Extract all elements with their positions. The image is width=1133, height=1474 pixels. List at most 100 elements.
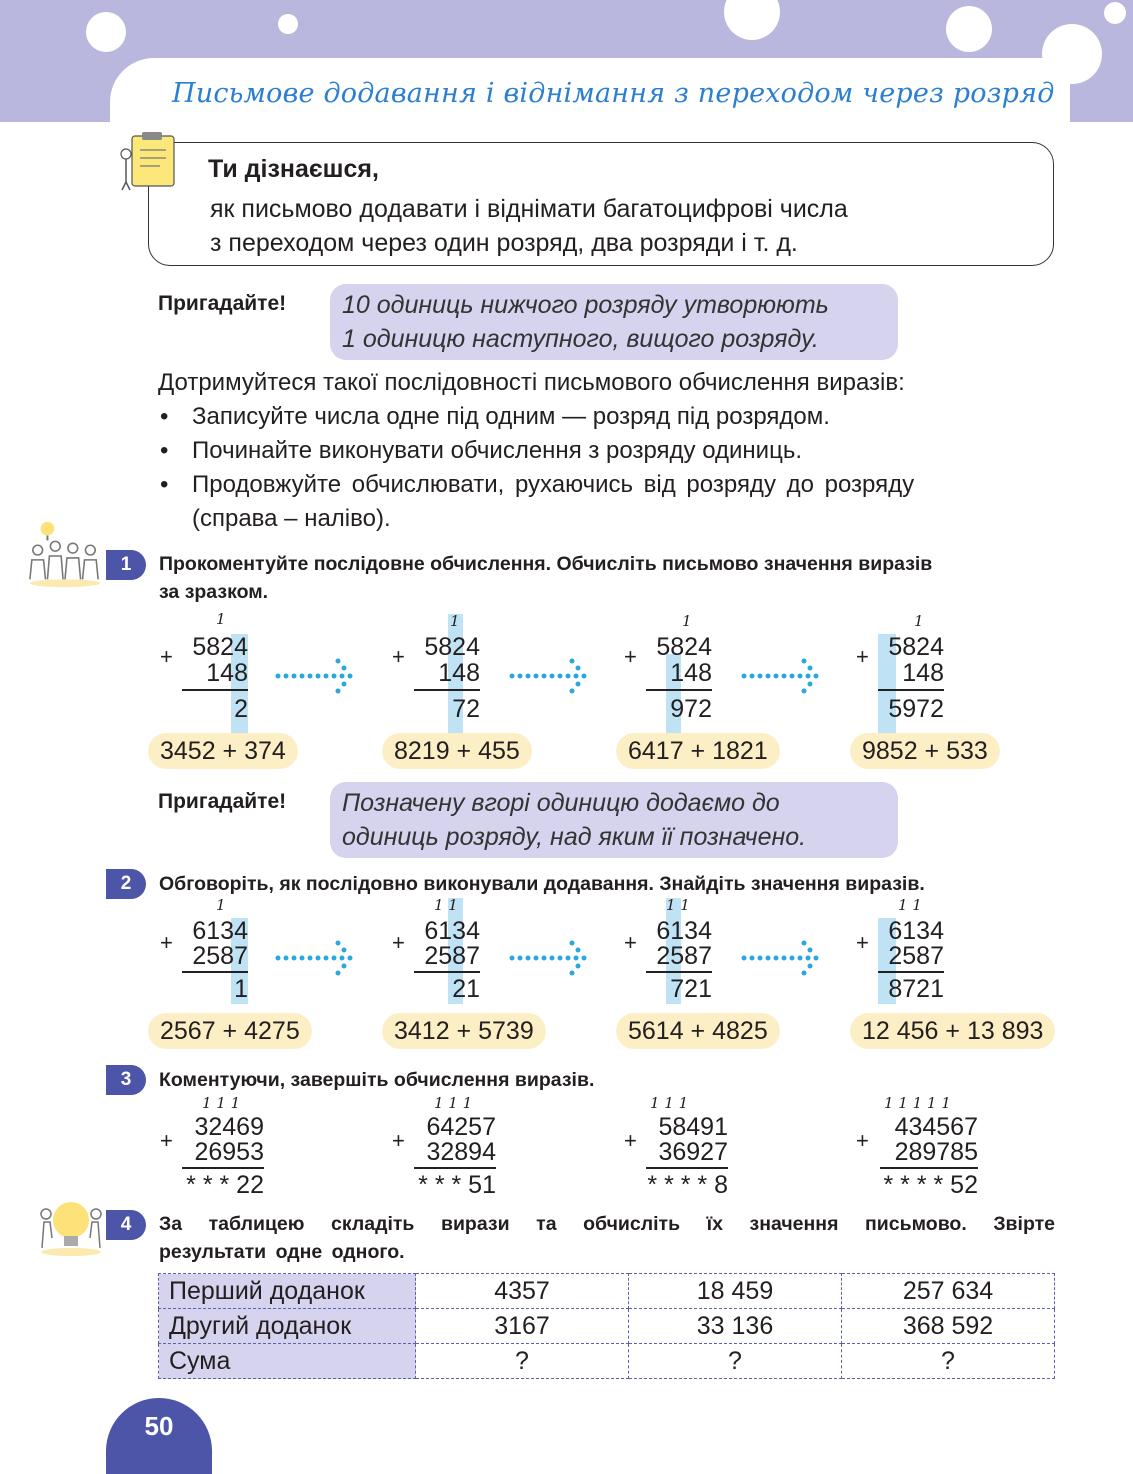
addend: 2587: [888, 942, 944, 970]
table-cell: 3167: [415, 1308, 629, 1344]
task-line: результати одне одного.: [159, 1241, 405, 1263]
task-line: за зразком.: [159, 581, 269, 603]
column-addition: 1 + 5824 148 2: [160, 610, 260, 734]
carry-digit: 1: [216, 610, 226, 628]
carry-digit: 1: [216, 896, 226, 914]
sum-result: * * * * 52: [883, 1171, 978, 1199]
dotted-arrow-icon: [741, 658, 819, 694]
addend: 148: [206, 659, 248, 687]
plus-sign: +: [392, 644, 405, 669]
remember-line: 10 одиниць нижчого розряду утворюють: [342, 291, 829, 319]
bullet-dot: •: [160, 471, 169, 498]
sum-result: 2: [234, 695, 248, 723]
row-header: Другий доданок: [158, 1308, 416, 1344]
learn-line: з переходом через один розряд, два розря…: [210, 229, 798, 257]
table-cell: 18 459: [628, 1273, 842, 1309]
addend: 2587: [192, 942, 248, 970]
dotted-arrow-icon: [741, 940, 819, 976]
digit-highlight: [448, 898, 463, 1004]
sum-line: [646, 971, 712, 973]
digit-highlight: [448, 614, 463, 734]
sequence-bullet: • Продовжуйте обчислювати, рухаючись від …: [160, 468, 1056, 502]
header-bubble: [1104, 2, 1126, 24]
remember-label: Пригадайте!: [158, 790, 287, 813]
header-bubble: [278, 14, 298, 34]
plus-sign: +: [392, 1128, 405, 1153]
addend: 6134: [192, 917, 248, 945]
addend: 5824: [192, 633, 248, 661]
carry-digit: 1 1 1 1 1: [884, 1094, 951, 1112]
sum-result: 721: [670, 975, 712, 1003]
sum-line: [646, 689, 712, 691]
addend: 5824: [656, 633, 712, 661]
table-cell: 33 136: [628, 1308, 842, 1344]
bullet-text: Починайте виконувати обчислення з розряд…: [192, 437, 803, 464]
plus-sign: +: [856, 930, 869, 955]
addends-table: Перший доданок 4357 18 459 257 634 Други…: [158, 1273, 1055, 1379]
addend: 148: [902, 659, 944, 687]
addend: 26953: [194, 1138, 264, 1166]
page-title: Письмове додавання і віднімання з перехо…: [172, 78, 1055, 109]
sum-line: [182, 689, 248, 691]
bullet-dot: •: [160, 437, 169, 464]
task-number-badge: 2: [106, 869, 146, 899]
page-number: 50: [106, 1398, 212, 1474]
sum-result: 5972: [888, 695, 944, 723]
table-cell: 4357: [415, 1273, 629, 1309]
table-row: Сума ? ? ?: [158, 1343, 1055, 1379]
task-line: За таблицею складіть вирази та обчисліть…: [159, 1213, 1055, 1235]
carry-digit: 1 1 1: [202, 1094, 241, 1112]
carry-digit: 1: [682, 612, 692, 630]
digit-highlight: [231, 918, 248, 1004]
dotted-arrow-icon: [509, 658, 587, 694]
header-cutout: [110, 58, 1070, 148]
sum-line: [880, 1167, 978, 1169]
addend: 6134: [656, 917, 712, 945]
sum-result: 72: [452, 695, 480, 723]
addend: 148: [438, 659, 480, 687]
plus-sign: +: [624, 930, 637, 955]
dotted-arrow-icon: [275, 658, 353, 694]
sequence-intro: Дотримуйтеся такої послідовності письмов…: [158, 369, 905, 396]
column-addition: 1 1 1 + 64257 32894 * * * 51: [392, 1094, 502, 1198]
table-cell: ?: [628, 1343, 842, 1379]
table-cell: 257 634: [841, 1273, 1055, 1309]
expression: 6417 + 1821: [616, 733, 780, 769]
column-addition: 1 1 1 + 32469 26953 * * * 22: [160, 1094, 270, 1198]
addend: 5824: [424, 633, 480, 661]
carry-digit: 1 1: [898, 896, 922, 914]
plus-sign: +: [856, 644, 869, 669]
table-cell: ?: [841, 1343, 1055, 1379]
expression: 12 456 + 13 893: [850, 1013, 1056, 1049]
column-addition: 1 1 + 6134 2587 721: [624, 896, 724, 1008]
table-row: Перший доданок 4357 18 459 257 634: [158, 1273, 1055, 1309]
task-instruction: За таблицею складіть вирази та обчисліть…: [159, 1210, 1055, 1266]
sum-line: [646, 1167, 728, 1169]
remember-box: Позначену вгорі одиницю додаємо до одини…: [330, 782, 898, 858]
expression: 3452 + 374: [148, 733, 298, 769]
carry-digit: 1 1: [666, 896, 690, 914]
dotted-arrow-icon: [275, 940, 353, 976]
addend: 148: [670, 659, 712, 687]
remember-line: 1 одиницю наступного, вищого розряду.: [342, 325, 819, 353]
digit-highlight: [878, 634, 896, 734]
expression: 5614 + 4825: [616, 1013, 780, 1049]
column-addition: 1 1 + 6134 2587 21: [392, 896, 492, 1008]
carry-digit: 1: [914, 612, 924, 630]
addend: 58491: [658, 1113, 728, 1141]
column-addition: 1 1 1 1 1 + 434567 289785 * * * * 52: [856, 1094, 980, 1198]
column-addition: 1 1 1 + 58491 36927 * * * * 8: [624, 1094, 734, 1198]
column-addition: 1 + 5824 148 5972: [856, 610, 956, 734]
bullet-text: Продовжуйте обчислювати, рухаючись від р…: [192, 471, 915, 498]
learn-line: як письмово додавати і віднімати багатоц…: [210, 195, 848, 223]
bullet-text: Записуйте числа одне під одним — розряд …: [192, 403, 830, 430]
plus-sign: +: [856, 1128, 869, 1153]
digit-highlight: [878, 918, 896, 1004]
addend: 289785: [894, 1138, 978, 1166]
addend: 5824: [888, 633, 944, 661]
remember-box: 10 одиниць нижчого розряду утворюють 1 о…: [330, 284, 898, 360]
sequence-bullet: • Починайте виконувати обчислення з розря…: [160, 434, 1056, 468]
sum-result: * * * 22: [186, 1171, 264, 1199]
addend: 2587: [656, 942, 712, 970]
sum-line: [414, 1167, 496, 1169]
